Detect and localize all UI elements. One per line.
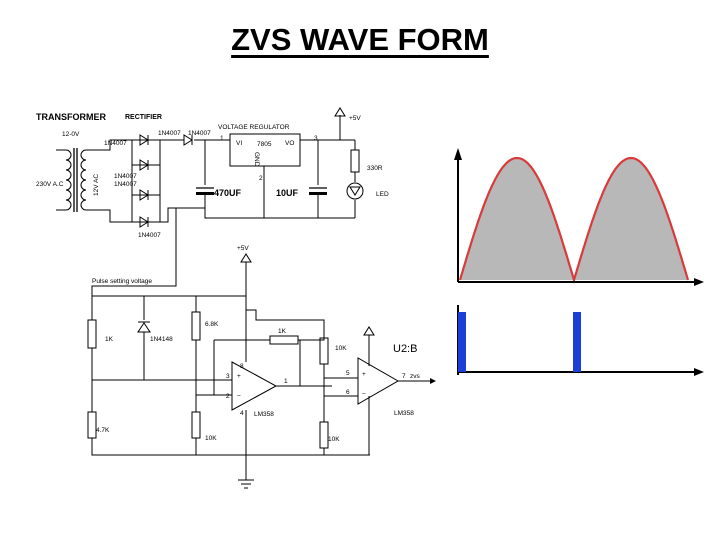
op1-plus: + xyxy=(237,373,241,380)
reg-part: 7805 xyxy=(257,141,272,148)
transformer: TRANSFORMER RECTIFIER 12-0V 230V A.C 12V… xyxy=(36,112,162,223)
r-4k7: 4.7K xyxy=(96,427,110,434)
regulator-title: VOLTAGE REGULATOR xyxy=(218,124,290,131)
op2-designator: U2:B xyxy=(393,343,417,355)
bottom-x-axis-arrow-icon xyxy=(694,368,704,376)
reg-vi: VI xyxy=(236,140,242,147)
zero-cross-pulse-2 xyxy=(573,312,581,372)
r-10k-b: 10K xyxy=(205,435,217,442)
pulse-label: Pulse setting voltage xyxy=(92,278,152,285)
diode-4-label: 1N4007 xyxy=(114,181,137,188)
op2-pin6: 6 xyxy=(346,389,350,396)
op1-pin8: 8 xyxy=(240,363,244,370)
page-title: ZVS WAVE FORM xyxy=(231,22,489,57)
control-circuit: +5V Pulse setting voltage 1K 4.7K 1N4148… xyxy=(87,208,436,489)
reg-vo: VO xyxy=(285,140,294,147)
zvs-output: zvs xyxy=(410,373,421,380)
reg-pin1: 1 xyxy=(220,135,224,142)
top-x-axis-arrow-icon xyxy=(694,278,704,286)
reg-gnd: GND xyxy=(253,152,260,167)
diode-3-label: 1N4007 xyxy=(114,173,137,180)
ac-input-label: 230V A.C xyxy=(36,181,64,188)
rectified-sine-fill xyxy=(460,158,688,280)
diode-5-label: 1N4007 xyxy=(138,232,161,239)
op1-pin2: 2 xyxy=(226,393,230,400)
rectifier-bridge: 1N4007 1N4007 1N4007 1N4007 1N4007 1N400… xyxy=(104,130,230,239)
diode-2-label: 1N4007 xyxy=(158,130,181,137)
op2-name: LM358 xyxy=(394,410,414,417)
diode-6-label: 1N4007 xyxy=(188,130,211,137)
op2-minus: − xyxy=(362,391,366,398)
op1-pin4: 4 xyxy=(240,410,244,417)
diode-1n4148: 1N4148 xyxy=(150,336,173,343)
zero-cross-pulse-1 xyxy=(458,312,466,372)
op1-pin1: 1 xyxy=(284,378,288,385)
op1-name: LM358 xyxy=(254,411,274,418)
zero-cross-pulse-trace xyxy=(457,305,704,376)
secondary-ac-label: 12V AC xyxy=(93,174,100,196)
r-10k-c: 10K xyxy=(328,436,340,443)
secondary-voltage-label: 12-0V xyxy=(62,131,80,138)
voltage-regulator: VOLTAGE REGULATOR VI 7805 VO GND 1 2 3 4… xyxy=(196,107,389,219)
diode-1-label: 1N4007 xyxy=(104,140,127,147)
reg-pin2: 2 xyxy=(259,175,263,182)
vcc-top: +5V xyxy=(349,115,361,122)
top-y-axis-arrow-icon xyxy=(454,148,462,160)
op1-minus: − xyxy=(237,393,241,400)
cap-470uf: 470UF xyxy=(214,188,242,198)
r-6k8: 6.8K xyxy=(205,321,219,328)
rectifier-label: RECTIFIER xyxy=(125,114,162,121)
r-1k: 1K xyxy=(105,336,114,343)
transformer-label: TRANSFORMER xyxy=(36,112,106,122)
r-10k-a: 10K xyxy=(335,345,347,352)
op2-pin7: 7 xyxy=(402,373,406,380)
op2-pin5: 5 xyxy=(346,370,350,377)
op1-pin3: 3 xyxy=(226,373,230,380)
vcc-mid: +5V xyxy=(237,245,249,252)
rectified-sine-curve xyxy=(458,156,690,284)
r-330: 330R xyxy=(367,165,383,172)
r-1k-fb: 1K xyxy=(278,328,287,335)
led-label: LED xyxy=(376,191,389,198)
op2-plus: + xyxy=(362,371,366,378)
rectified-sine-trace xyxy=(454,148,704,286)
reg-pin3: 3 xyxy=(314,135,318,142)
cap-10uf: 10UF xyxy=(276,188,299,198)
